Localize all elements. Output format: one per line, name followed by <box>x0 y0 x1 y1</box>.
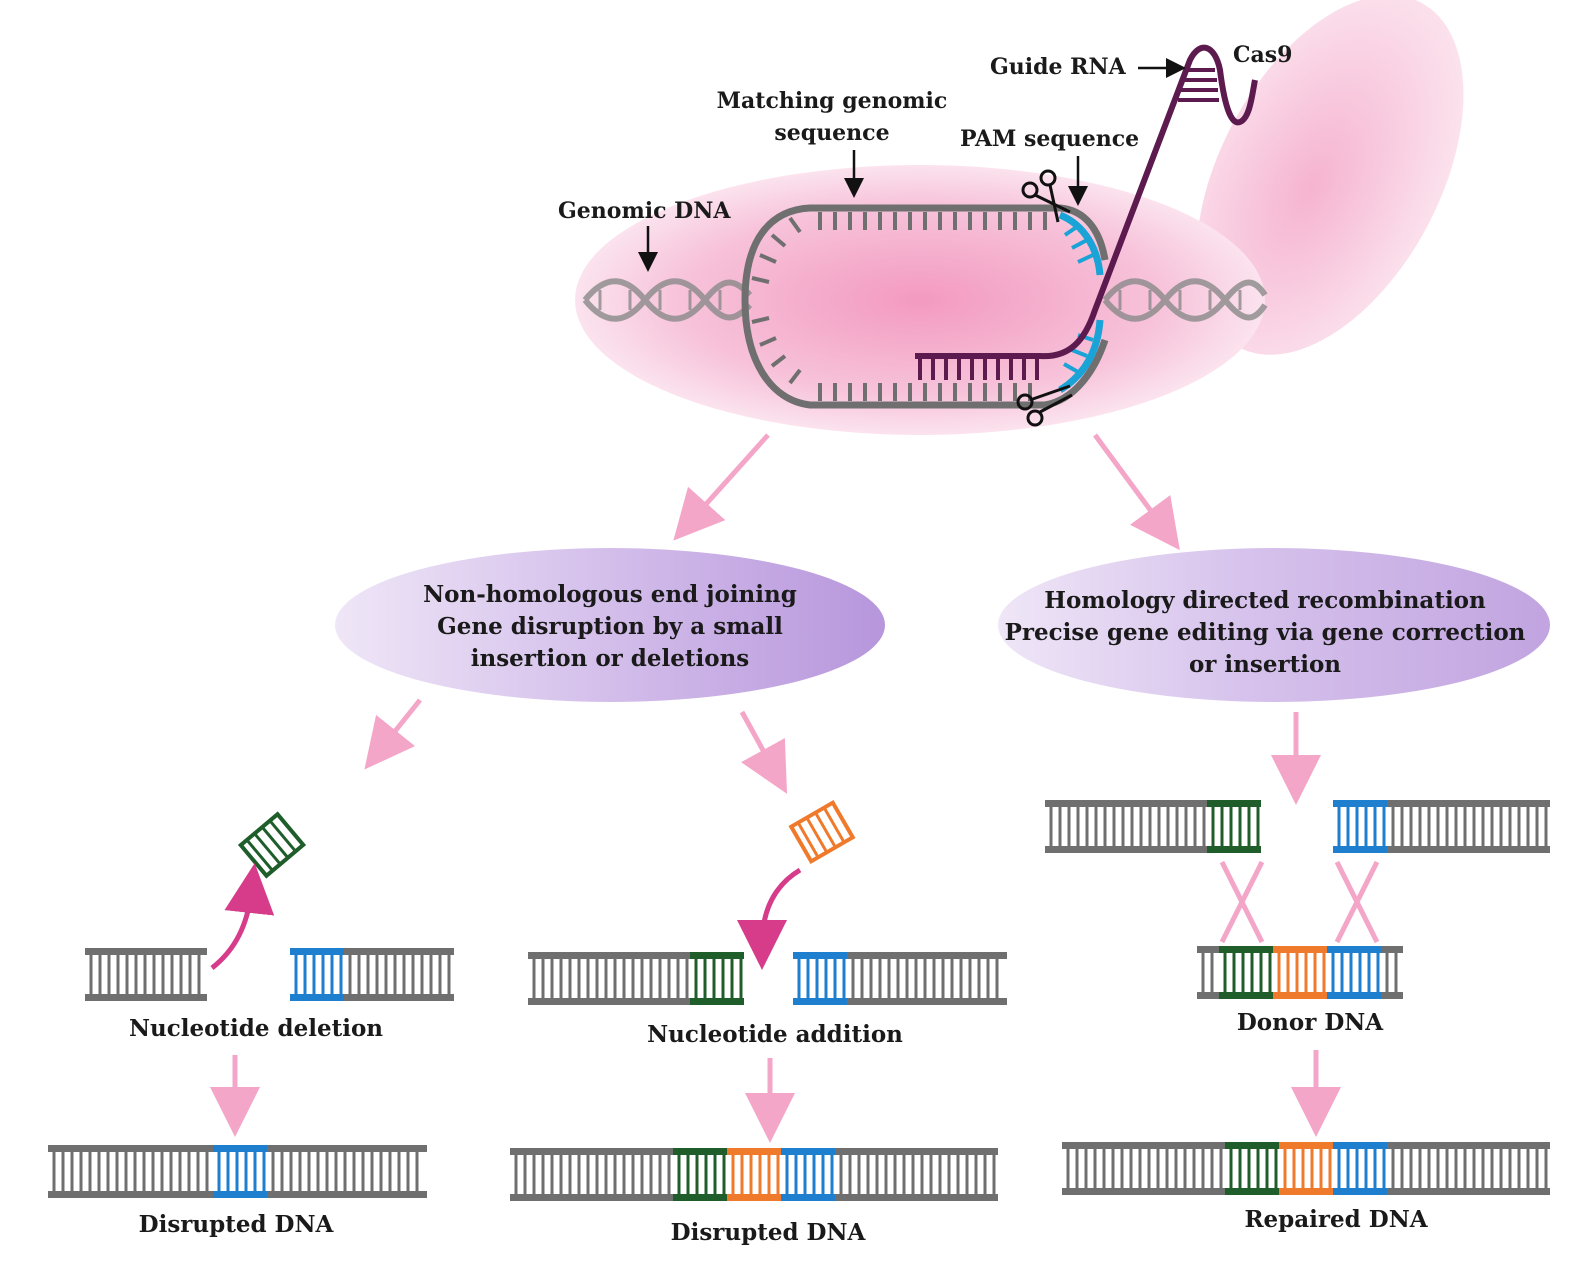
hdr-genome-left <box>1045 800 1261 853</box>
arrow-to-nhej <box>673 433 770 541</box>
dna-bubble-top-strand <box>741 204 1109 301</box>
matching-genomic-label-line2: sequence <box>774 120 889 146</box>
donor-dna-label: Donor DNA <box>1237 1009 1384 1036</box>
genomic-dna-label: Genomic DNA <box>558 198 731 224</box>
cas9-label: Cas9 <box>1233 42 1292 68</box>
hdr-line3: or insertion <box>1189 651 1341 678</box>
dna-bubble-top-rungs <box>751 212 1047 284</box>
hdr-ellipse <box>998 548 1550 702</box>
guide-rna-label: Guide RNA <box>990 54 1127 80</box>
disrupted-dna-mid <box>510 1148 998 1201</box>
addition-curved-arrow <box>737 867 802 970</box>
addition-dna-left <box>528 952 744 1005</box>
crossover-left <box>1219 860 1265 944</box>
inserted-fragment-orange <box>788 799 856 865</box>
nhej-line2: Gene disruption by a small <box>437 613 783 640</box>
nhej-line3: insertion or deletions <box>471 645 750 672</box>
guide-rna-strand <box>915 44 1258 360</box>
donor-dna <box>1197 946 1403 999</box>
hdr-genome-right <box>1333 800 1550 853</box>
crossover-right <box>1334 860 1380 944</box>
matching-genomic-label-line1: Matching genomic <box>717 88 948 114</box>
genomic-dna-helix-left <box>582 278 753 322</box>
disrupted-dna-left <box>48 1145 427 1198</box>
cas9-lobe <box>1196 0 1464 355</box>
nhej-ellipse <box>335 548 885 702</box>
deletion-curved-arrow <box>210 863 275 970</box>
nucleotide-addition-label: Nucleotide addition <box>647 1021 903 1048</box>
arrow-to-addition <box>739 710 788 794</box>
pam-sequence-bottom <box>1058 319 1104 394</box>
deletion-dna-right <box>290 948 454 1001</box>
genomic-dna-helix-right <box>1102 278 1268 322</box>
repaired-dna-label: Repaired DNA <box>1244 1206 1428 1233</box>
deletion-dna-left <box>85 948 207 1001</box>
hdr-line2: Precise gene editing via gene correction <box>1005 619 1526 646</box>
guide-rna-rungs <box>918 68 1219 380</box>
dna-bubble-bottom-strand <box>741 299 1109 409</box>
scissors-icon-top <box>1021 169 1071 223</box>
arrow-to-deletion <box>364 698 422 770</box>
hdr-line1: Homology directed recombination <box>1044 587 1486 614</box>
disrupted-dna-mid-label: Disrupted DNA <box>671 1219 867 1246</box>
disrupted-dna-left-label: Disrupted DNA <box>139 1211 335 1238</box>
dna-bubble-bottom-rungs <box>751 316 1032 401</box>
pam-rungs-top <box>1063 224 1094 264</box>
dna-ladders <box>48 800 1550 1201</box>
pam-sequence-label: PAM sequence <box>960 126 1139 152</box>
scissors-icon-bottom <box>1016 384 1073 427</box>
arrow-to-hdr <box>1092 433 1180 551</box>
addition-dna-right <box>793 952 1007 1005</box>
repaired-dna <box>1062 1142 1550 1195</box>
nhej-line1: Non-homologous end joining <box>423 581 797 608</box>
deleted-fragment-green <box>237 811 307 879</box>
nucleotide-deletion-label: Nucleotide deletion <box>129 1015 383 1042</box>
pam-sequence-top <box>1058 211 1104 276</box>
